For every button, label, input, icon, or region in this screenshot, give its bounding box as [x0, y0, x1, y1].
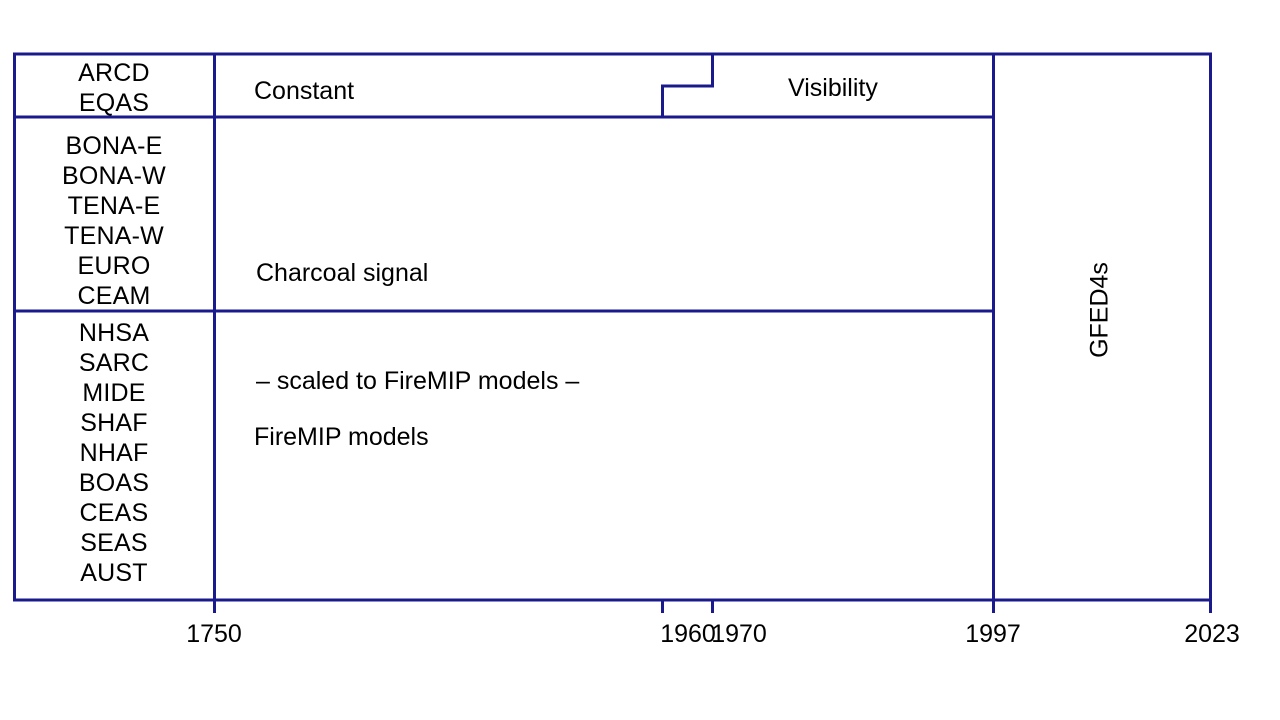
region-label: SEAS [80, 529, 148, 557]
region-group-charcoal: BONA-E BONA-W TENA-E TENA-W EURO CEAM [14, 131, 214, 311]
region-group-constant: ARCD EQAS [14, 58, 214, 118]
region-group-firemip: NHSA SARC MIDE SHAF NHAF BOAS CEAS SEAS … [14, 318, 214, 588]
axis-tick-label-2023: 2023 [1184, 620, 1240, 648]
region-label: CEAS [79, 499, 149, 527]
band-label-charcoal: Charcoal signal – scaled to FireMIP mode… [256, 183, 579, 471]
region-label: EQAS [78, 89, 150, 117]
region-label: SARC [78, 349, 150, 377]
axis-tick-label-1997: 1997 [965, 620, 1021, 648]
region-label: BONA-W [62, 162, 166, 190]
band-label-gfed4s: GFED4s [1085, 262, 1114, 358]
band-label-visibility: Visibility [788, 74, 878, 102]
region-label: EURO [77, 252, 151, 280]
region-label: AUST [80, 559, 148, 587]
axis-tick-label-1750: 1750 [186, 620, 242, 648]
region-label: BOAS [78, 469, 150, 497]
band-label-constant: Constant [254, 77, 355, 105]
region-label: ARCD [78, 59, 150, 87]
region-label: BONA-E [65, 132, 163, 160]
region-label: SHAF [80, 409, 148, 437]
axis-tick-label-1960: 1960 [660, 620, 716, 648]
band-label-firemip: FireMIP models [254, 423, 429, 451]
region-label: NHSA [78, 319, 150, 347]
region-label: MIDE [82, 379, 146, 407]
region-label: NHAF [79, 439, 149, 467]
band-label-charcoal-line2: – scaled to FireMIP models – [256, 367, 580, 395]
region-label: TENA-W [64, 222, 164, 250]
band-label-charcoal-line1: Charcoal signal [256, 259, 429, 287]
region-label: CEAM [77, 282, 151, 310]
region-label: TENA-E [67, 192, 161, 220]
constant-visibility-step [661, 54, 714, 117]
axis-tick-label-1970: 1970 [711, 620, 767, 648]
